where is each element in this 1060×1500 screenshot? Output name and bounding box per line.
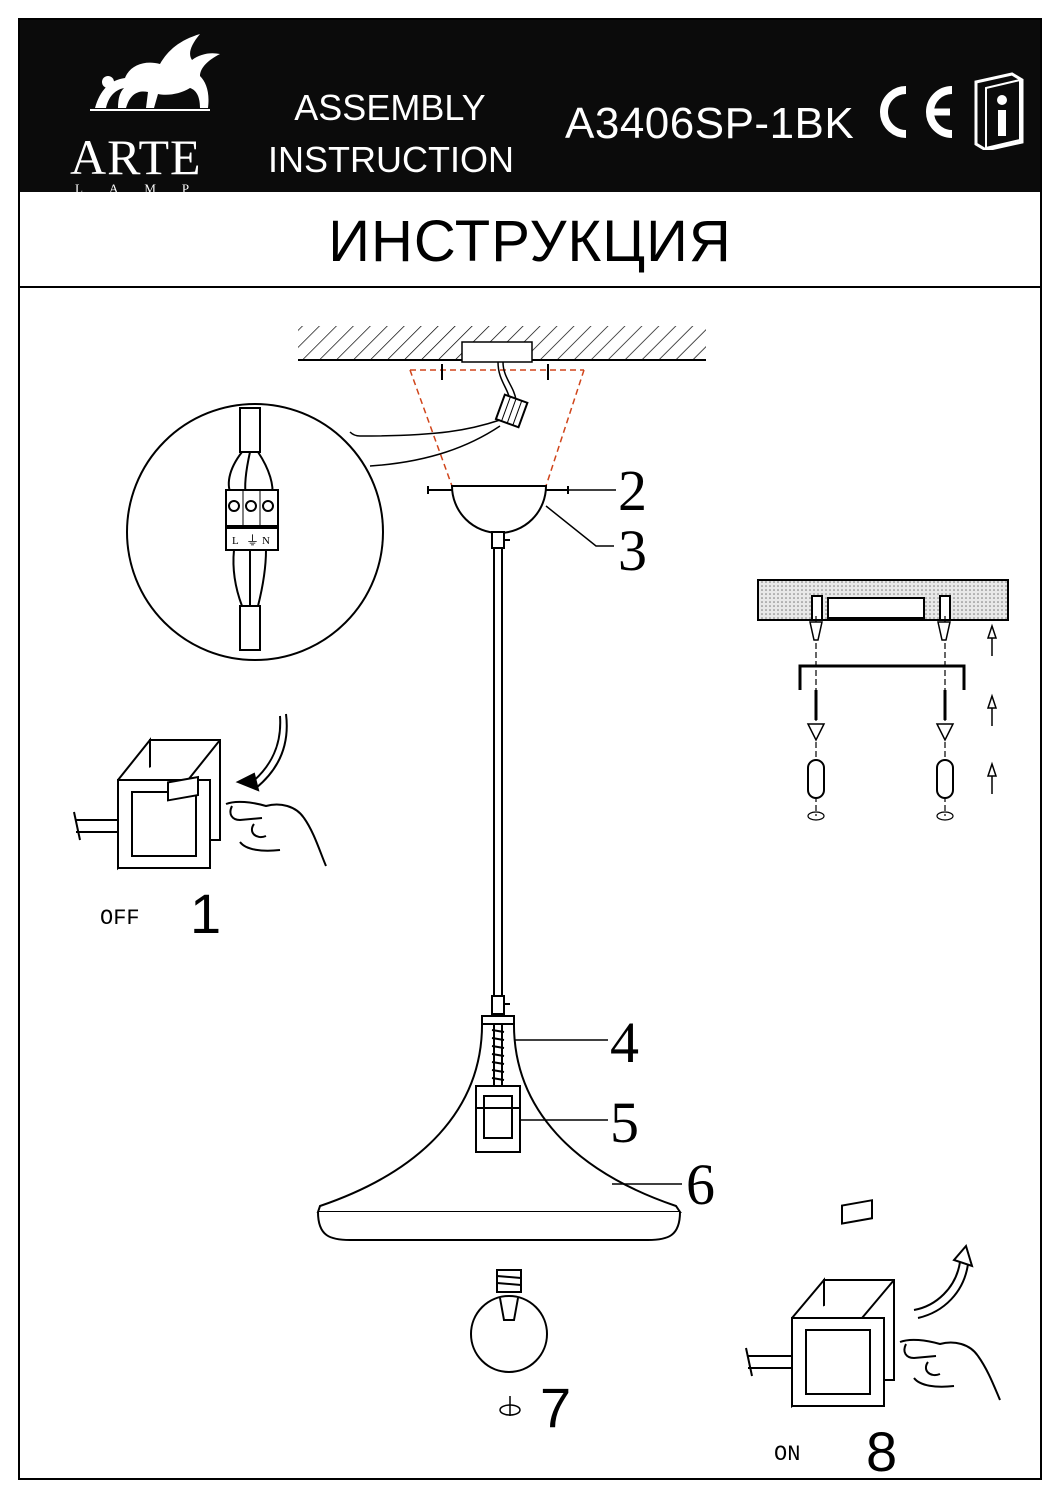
curved-arrow-down-icon	[235, 713, 288, 792]
threaded-rod	[491, 1024, 505, 1090]
canopy-shape	[450, 485, 548, 534]
info-manual-icon	[974, 72, 1024, 150]
page-frame	[18, 18, 1042, 1480]
ce-mark-icon	[880, 86, 953, 138]
brand-subtitle: LAMP	[75, 181, 216, 196]
terminal-block-small	[494, 393, 529, 429]
lamp-socket	[475, 1085, 521, 1153]
callout-5: 5	[610, 1090, 639, 1155]
rotate-clockwise-icon	[499, 1396, 521, 1416]
callout-2: 2	[618, 458, 647, 523]
upward-arrows	[986, 623, 998, 794]
bulb-illustration	[470, 1269, 548, 1373]
terminal-label-n: N	[262, 535, 270, 547]
title-line-1: ASSEMBLY	[294, 87, 486, 128]
step-1-off-label: OFF	[100, 906, 140, 931]
wall-switch-off	[73, 737, 221, 871]
step-1-number: 1	[190, 882, 222, 945]
step-8-number: 8	[866, 1420, 898, 1483]
griffin-logo-icon	[90, 34, 220, 111]
russian-title-band: ИНСТРУКЦИЯ	[20, 192, 1040, 288]
connector-detail-circle: L ⏚ N	[126, 403, 384, 661]
hand-on-icon	[899, 1338, 1001, 1401]
curved-arrow-up-icon	[913, 1243, 974, 1319]
header-bar: ARTE LAMP ASSEMBLY INSTRUCTION A3406SP-1…	[20, 20, 1040, 196]
step-8-on-label: ON	[774, 1442, 801, 1467]
step-7-number: 7	[540, 1376, 572, 1439]
title-line-2: INSTRUCTION	[268, 139, 514, 180]
document-title: ASSEMBLY INSTRUCTION	[268, 82, 514, 186]
mounting-plate-detail	[757, 579, 1009, 821]
callout-6: 6	[686, 1152, 715, 1217]
callout-3: 3	[618, 518, 647, 583]
callout-4: 4	[610, 1010, 639, 1075]
brand-name: ARTE	[70, 129, 202, 185]
terminal-label-earth: ⏚	[246, 533, 259, 548]
wall-switch-on	[745, 1199, 895, 1409]
russian-title: ИНСТРУКЦИЯ	[328, 209, 732, 274]
hand-off-icon	[225, 800, 327, 867]
model-number: A3406SP-1BK	[565, 99, 855, 148]
ceiling-hatch	[298, 326, 706, 363]
terminal-label-l: L	[232, 535, 239, 547]
